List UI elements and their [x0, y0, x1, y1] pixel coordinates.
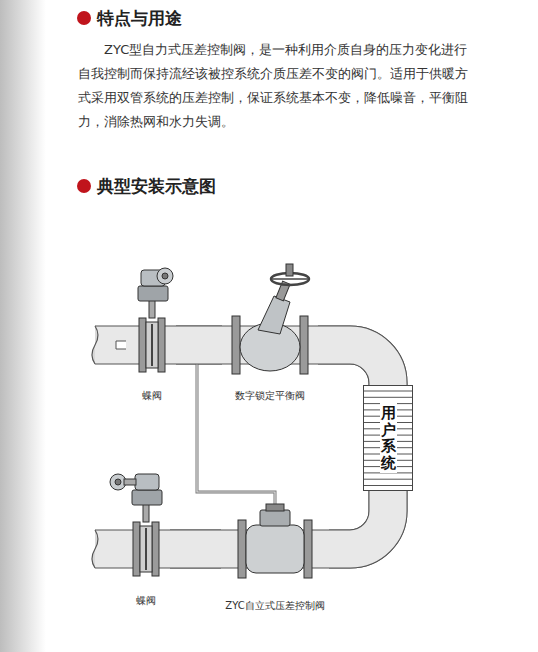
side-shade: [0, 0, 46, 652]
impulse-tube: [197, 364, 275, 510]
pipe-segment: [176, 345, 222, 346]
system-label: 用户系统: [380, 403, 397, 473]
valve-label: ZYC自立式压差控制阀: [221, 599, 329, 613]
valve-label: 数字锁定平衡阀: [222, 389, 318, 403]
section-heading: 特点与用途: [97, 7, 297, 29]
heading-bullet: [77, 179, 91, 193]
differential-valve-box: ZYC自立式压差控制阀: [221, 505, 329, 613]
user-system-box: 用户系统: [363, 385, 413, 491]
balance-valve: [226, 264, 314, 374]
pipe-segment: [318, 345, 388, 385]
balance-valve-box: 数字锁定平衡阀: [222, 300, 318, 403]
pipe-segment: [170, 549, 221, 550]
pipe-end: [92, 530, 98, 568]
butterfly-valve: [110, 474, 172, 576]
pipe-end: [92, 326, 98, 364]
description-text: ZYC型自力式压差控制阀，是一种利用介质自身的压力变化进行自我控制而保持流经该被…: [78, 38, 478, 134]
heading-bullet: [77, 11, 91, 25]
valve-label: 蝶阀: [122, 594, 170, 608]
pressure-differential-valve: [232, 504, 320, 578]
butterfly-valve: [126, 268, 178, 372]
pipe-run: [95, 345, 388, 549]
impulse-tube-core: [197, 364, 275, 510]
pipe-segment: [329, 491, 388, 549]
butterfly-valve-box: 蝶阀: [128, 300, 176, 403]
section-heading: 典型安装示意图: [97, 175, 297, 197]
valve-label: 蝶阀: [128, 389, 176, 403]
butterfly-valve-box: 蝶阀: [122, 505, 170, 608]
